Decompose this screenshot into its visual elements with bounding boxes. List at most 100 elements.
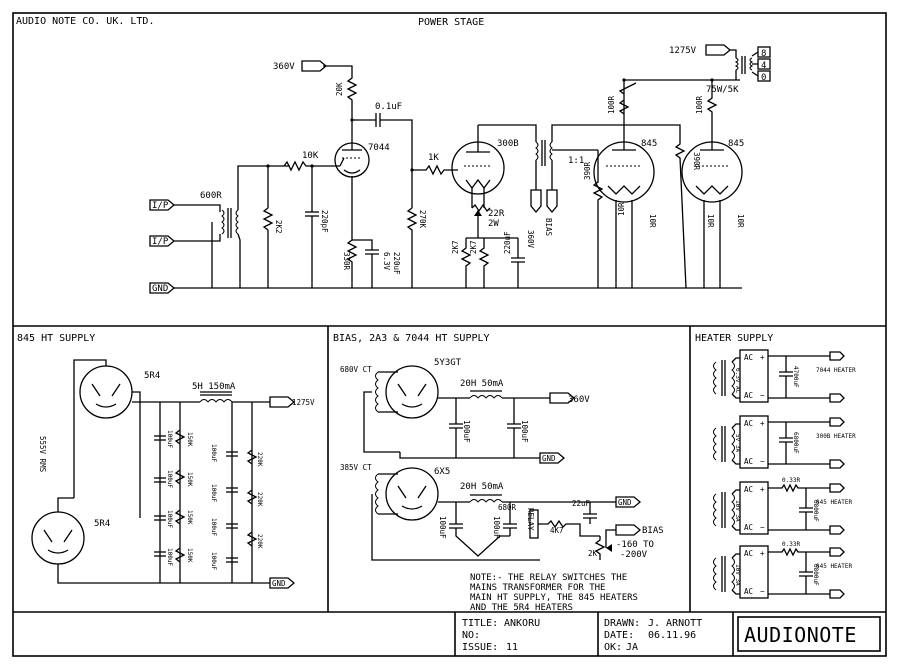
svg-text:220K: 220K [256,452,263,467]
svg-text:100uF: 100uF [166,510,173,528]
svg-text:NO:: NO: [462,630,480,641]
svg-text:2K2: 2K2 [274,220,283,234]
svg-text:+: + [760,353,765,362]
section-bias-ht: BIAS, 2A3 & 7044 HT SUPPLY [333,333,490,344]
svg-text:360V: 360V [568,395,590,405]
svg-text:100uF: 100uF [210,552,217,570]
heater-ac-label: AC [744,485,753,494]
svg-text:300B: 300B [497,139,519,149]
svg-text:270K: 270K [418,210,427,229]
svg-text:1275V: 1275V [669,46,697,56]
svg-text:680V CT: 680V CT [340,365,372,374]
svg-text:+: + [760,419,765,428]
svg-text:100uF: 100uF [492,516,501,539]
svg-text:150K: 150K [186,432,193,447]
svg-text:100uF: 100uF [210,484,217,502]
svg-text:ANKORU: ANKORU [504,618,540,629]
heater-cap-label: 6800uF [812,500,819,522]
power-stage-circuit: I/P I/P GND 600R 2K2 10K 220pF [149,44,771,294]
heater-ac-label: AC [744,549,753,558]
svg-text:22uF: 22uF [572,499,591,508]
svg-text:100uF: 100uF [462,420,471,443]
svg-text:BIAS: BIAS [642,526,664,536]
heater-label: 845 HEATER [816,499,853,506]
svg-text:390R: 390R [692,152,701,171]
svg-text:390R: 390R [583,161,592,180]
heater-label: 7044 HEATER [816,367,856,374]
svg-text:1:1: 1:1 [568,156,584,166]
svg-text:555V RMS: 555V RMS [38,436,47,473]
cap-string [154,435,238,563]
heater-ac-label: AC [744,353,753,362]
svg-text:J. ARNOTT: J. ARNOTT [648,618,702,629]
svg-text:GND: GND [618,498,632,507]
svg-text:20H 50mA: 20H 50mA [460,482,504,492]
svg-text:2K7: 2K7 [469,240,478,254]
svg-text:BIAS: BIAS [544,218,553,237]
company-name: AUDIO NOTE CO. UK. LTD. [16,16,154,27]
section-heater: HEATER SUPPLY [695,333,773,344]
input-transformer-label: 600R [200,191,222,201]
heater-ac-label: AC [744,457,753,466]
heater-tr-label: 10V 3A [734,500,741,522]
svg-text:−: − [760,457,765,466]
section-power-stage: POWER STAGE [418,17,484,28]
svg-text:−: − [760,523,765,532]
svg-text:10R: 10R [617,202,626,216]
svg-text:100uF: 100uF [166,548,173,566]
svg-text:+: + [760,549,765,558]
audionote-logo: AUDIONOTE [744,623,857,647]
svg-text:4K7: 4K7 [550,526,564,535]
heater-ac-label: AC [744,523,753,532]
heater-cap-label: 6800uF [792,432,799,454]
heater-tr-label: 5V 3A [734,434,741,452]
svg-text:8: 8 [761,49,766,59]
svg-text:20K: 20K [335,82,344,96]
svg-text:220uF: 220uF [503,231,512,254]
svg-text:220uF: 220uF [392,252,401,275]
svg-text:220K: 220K [256,534,263,549]
heater-tr-label: 10V 3A [734,564,741,586]
svg-text:6.3V: 6.3V [382,252,391,271]
svg-text:5Y3GT: 5Y3GT [434,358,462,368]
svg-text:1275V: 1275V [292,398,315,407]
heater-cap-label: 4700uF [792,366,799,388]
svg-text:-160 TO: -160 TO [616,540,654,550]
svg-text:5R4: 5R4 [144,371,160,381]
svg-text:10R: 10R [736,214,745,228]
svg-text:10K: 10K [302,151,319,161]
drawing-frame [12,12,887,657]
svg-text:75W/5K: 75W/5K [706,85,739,95]
svg-text:4: 4 [761,61,766,71]
svg-text:10R: 10R [706,214,715,228]
svg-text:845: 845 [728,139,744,149]
heater-ac-label: AC [744,419,753,428]
svg-text:150K: 150K [186,472,193,487]
svg-text:150K: 150K [186,510,193,525]
svg-text:−: − [760,587,765,596]
svg-text:DATE:: DATE: [604,630,634,641]
svg-text:1K: 1K [428,153,439,163]
svg-text:10R: 10R [648,214,657,228]
svg-text:385V CT: 385V CT [340,463,372,472]
title-block: TITLE: ANKORU NO: ISSUE: 11 DRAWN: J. AR… [462,616,881,653]
section-845-ht: 845 HT SUPPLY [17,333,95,344]
svg-text:MAIN HT SUPPLY, THE 845 HEATER: MAIN HT SUPPLY, THE 845 HEATERS [470,593,638,603]
ht-845-circuit: 5R4 5R4 555V RMS 1275V 5H 150mA 100uF 10 [31,359,315,589]
heater-res-label: 0.33R [782,477,800,484]
svg-text:100R: 100R [695,95,704,114]
svg-text:330R: 330R [342,252,351,271]
svg-text:100uF: 100uF [210,444,217,462]
svg-text:845: 845 [641,139,657,149]
heater-cap-label: 6800uF [812,564,819,586]
heater-ac-label: AC [744,391,753,400]
svg-text:2K: 2K [588,549,598,558]
input-neg-label: I/P [152,237,169,247]
svg-text:100uF: 100uF [520,420,529,443]
svg-text:JA: JA [626,642,638,653]
svg-text:GND: GND [272,579,286,588]
heater-res-label: 0.33R [782,541,800,548]
svg-text:0: 0 [761,73,766,83]
